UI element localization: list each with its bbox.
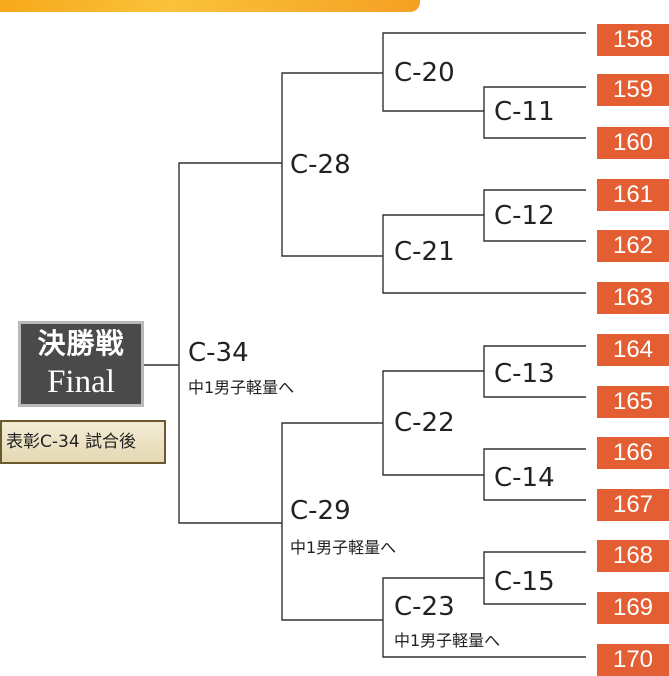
entry-box-169: 169 bbox=[597, 592, 669, 624]
final-title-en: Final bbox=[47, 364, 115, 400]
entry-box-165: 165 bbox=[597, 386, 669, 418]
line-c23 bbox=[382, 577, 586, 658]
entry-box-164: 164 bbox=[597, 334, 669, 366]
match-label-c28: C-28 bbox=[290, 150, 351, 180]
entry-box-160: 160 bbox=[597, 127, 669, 159]
match-label-c13: C-13 bbox=[494, 359, 555, 389]
award-note-box: 表彰C-34 試合後 bbox=[0, 420, 166, 464]
entry-box-159: 159 bbox=[597, 74, 669, 106]
entry-box-168: 168 bbox=[597, 540, 669, 572]
note-c29: 中1男子軽量へ bbox=[290, 538, 397, 557]
entry-box-166: 166 bbox=[597, 437, 669, 469]
entry-box-162: 162 bbox=[597, 230, 669, 262]
entry-box-161: 161 bbox=[597, 179, 669, 211]
entry-box-167: 167 bbox=[597, 489, 669, 521]
match-label-c11: C-11 bbox=[494, 97, 555, 127]
match-label-c29: C-29 bbox=[290, 496, 351, 526]
match-label-c34: C-34 bbox=[188, 338, 249, 368]
entry-box-163: 163 bbox=[597, 282, 669, 314]
match-label-c20: C-20 bbox=[394, 58, 455, 88]
entry-box-158: 158 bbox=[597, 24, 669, 56]
match-label-c22: C-22 bbox=[394, 408, 455, 438]
match-label-c21: C-21 bbox=[394, 237, 455, 267]
line-158-c20 bbox=[382, 32, 586, 112]
line-c11-stem bbox=[483, 86, 586, 111]
top-accent-bar bbox=[0, 0, 420, 12]
match-label-c23: C-23 bbox=[394, 592, 455, 622]
final-title-jp: 決勝戦 bbox=[37, 327, 125, 360]
line-c21 bbox=[382, 214, 586, 294]
note-c23: 中1男子軽量へ bbox=[394, 631, 501, 650]
match-label-c12: C-12 bbox=[494, 201, 555, 231]
match-label-c14: C-14 bbox=[494, 463, 555, 493]
line-160-c11 bbox=[483, 111, 586, 139]
line-c28 bbox=[281, 72, 383, 257]
entry-box-170: 170 bbox=[597, 644, 669, 676]
line-c34 bbox=[178, 162, 282, 524]
note-c34: 中1男子軽量へ bbox=[188, 378, 295, 397]
line-c29 bbox=[281, 422, 383, 621]
final-box: 決勝戦 Final bbox=[18, 321, 144, 407]
match-label-c15: C-15 bbox=[494, 567, 555, 597]
